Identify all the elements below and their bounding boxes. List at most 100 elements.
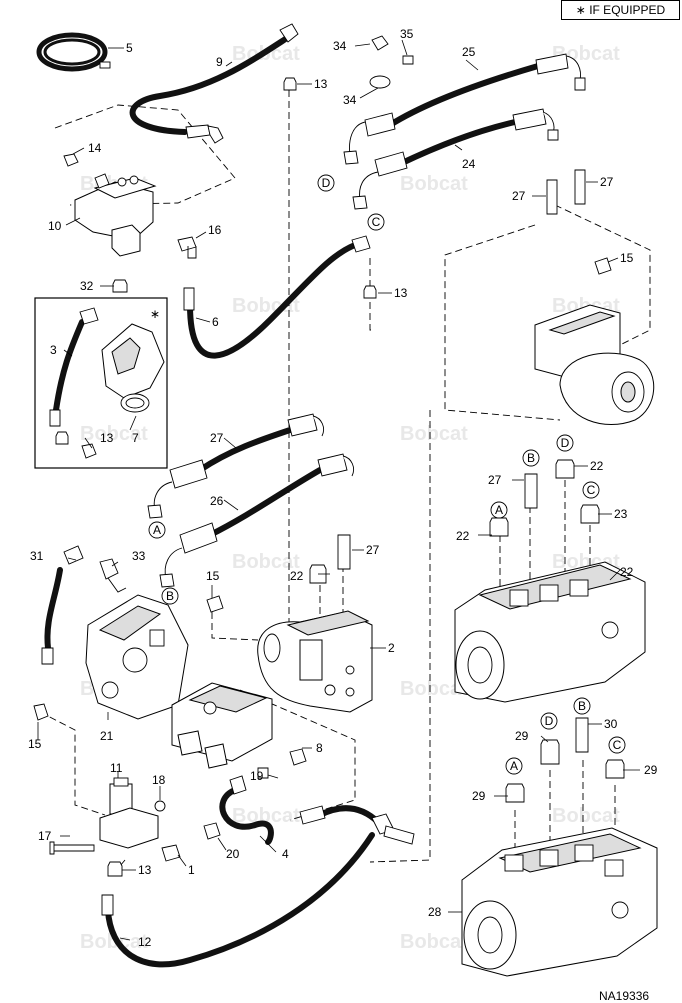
callout-3: 3 xyxy=(50,343,57,357)
callout-22: 22 xyxy=(456,529,470,543)
asterisk-icon: ∗ xyxy=(575,3,586,17)
callout-29: 29 xyxy=(515,729,529,743)
callout-27: 27 xyxy=(600,175,614,189)
callout-29: 29 xyxy=(472,789,486,803)
callout-25: 26 xyxy=(210,494,224,508)
callout-28: 28 xyxy=(428,905,442,919)
pump-28 xyxy=(461,827,658,977)
callout-18: 18 xyxy=(152,773,166,787)
callout-13: 13 xyxy=(138,863,152,877)
callout-34: 34 xyxy=(343,93,357,107)
callout-13: 13 xyxy=(314,77,328,91)
connection-letter: B xyxy=(578,699,586,713)
callout-24: 25 xyxy=(462,45,476,59)
callout-6: 6 xyxy=(212,315,219,329)
callout-12: 12 xyxy=(138,935,152,949)
connection-letter: C xyxy=(587,483,596,497)
callout-35: 35 xyxy=(400,27,414,41)
callout-23: 24 xyxy=(462,157,476,171)
callout-16: 16 xyxy=(208,223,222,237)
callout-22: 23 xyxy=(614,507,628,521)
if-equipped-notice: ∗ IF EQUIPPED xyxy=(561,0,680,20)
hoses xyxy=(36,23,586,968)
connection-marker-b-left: B xyxy=(161,587,179,605)
connection-letter: B xyxy=(166,589,174,603)
connection-letter: C xyxy=(613,738,622,752)
if-equipped-text: IF EQUIPPED xyxy=(589,3,666,17)
connection-marker-d-top: D xyxy=(317,174,335,192)
manifold-8 xyxy=(171,682,273,769)
callout-31: 32 xyxy=(80,279,94,293)
watermark: Bobcat xyxy=(80,423,148,445)
watermark: Bobcat xyxy=(232,805,300,827)
callout-4: 4 xyxy=(282,847,289,861)
connection-letter: B xyxy=(527,451,535,465)
connection-markers: D C A B B D C A D B C A xyxy=(148,174,626,775)
watermark: Bobcat xyxy=(400,931,468,953)
callout-15: 15 xyxy=(28,737,42,751)
reference-code: NA19336 xyxy=(599,989,650,1003)
callout-27: 27 xyxy=(512,189,526,203)
connection-marker-c-28: C xyxy=(608,736,626,754)
callout-numbers: 5 9 13 34 35 34 25 24 14 10 16 32 13 27 … xyxy=(28,27,658,949)
pump-21 xyxy=(454,561,646,703)
connection-letter: D xyxy=(322,176,331,190)
inset-asterisk: ∗ xyxy=(150,307,160,321)
callout-5: 5 xyxy=(126,41,133,55)
callout-9: 9 xyxy=(216,55,223,69)
watermark: Bobcat xyxy=(552,805,620,827)
connection-marker-d-28: D xyxy=(540,712,558,730)
callout-33: 33 xyxy=(132,549,146,563)
connection-marker-d-21: D xyxy=(556,434,574,452)
fittings xyxy=(33,35,625,877)
callout-27: 27 xyxy=(488,473,502,487)
valve-11 xyxy=(99,777,159,849)
callout-7: 7 xyxy=(132,431,139,445)
watermark: Bobcat xyxy=(232,551,300,573)
pump-20 xyxy=(85,594,189,720)
valve-10 xyxy=(74,173,157,257)
motor-top-right xyxy=(534,304,655,425)
callout-11: 11 xyxy=(110,761,123,775)
callout-15: 15 xyxy=(206,569,220,583)
connection-letter: A xyxy=(510,759,518,773)
valve-7 xyxy=(101,323,165,413)
callout-13: 13 xyxy=(100,431,114,445)
components xyxy=(74,173,658,977)
callout-26: 27 xyxy=(210,431,224,445)
callout-17: 17 xyxy=(38,829,52,843)
connection-marker-a-left: A xyxy=(148,521,166,539)
callout-15: 15 xyxy=(620,251,634,265)
callout-10: 10 xyxy=(48,219,62,233)
connection-marker-a-21: A xyxy=(490,501,508,519)
connection-letter: D xyxy=(545,714,554,728)
callout-34: 34 xyxy=(333,39,347,53)
valve-block-2 xyxy=(257,610,373,713)
callout-19: 19 xyxy=(250,769,264,783)
callout-8: 8 xyxy=(316,741,323,755)
callout-22: 22 xyxy=(290,569,304,583)
connection-marker-a-28: A xyxy=(505,757,523,775)
callout-20: 21 xyxy=(100,729,114,743)
callout-19: 20 xyxy=(226,847,240,861)
connection-letter: C xyxy=(372,215,381,229)
callout-13: 13 xyxy=(394,286,408,300)
callout-29: 29 xyxy=(644,763,658,777)
callout-2: 2 xyxy=(388,641,395,655)
connection-marker-c-21: C xyxy=(582,481,600,499)
hose-coil-5 xyxy=(36,32,111,72)
watermark: Bobcat xyxy=(400,173,468,195)
callout-32: 31 xyxy=(30,549,44,563)
connection-marker-c-top: C xyxy=(367,213,385,231)
callout-22: 22 xyxy=(590,459,604,473)
connection-letter: A xyxy=(495,503,503,517)
callout-27: 27 xyxy=(366,543,380,557)
connection-letter: A xyxy=(153,523,161,537)
callout-21: 22 xyxy=(620,565,634,579)
watermark: Bobcat xyxy=(400,423,468,445)
connection-letter: D xyxy=(561,436,570,450)
callout-30: 30 xyxy=(604,717,618,731)
watermark: Bobcat xyxy=(400,678,468,700)
watermark: Bobcat xyxy=(232,295,300,317)
